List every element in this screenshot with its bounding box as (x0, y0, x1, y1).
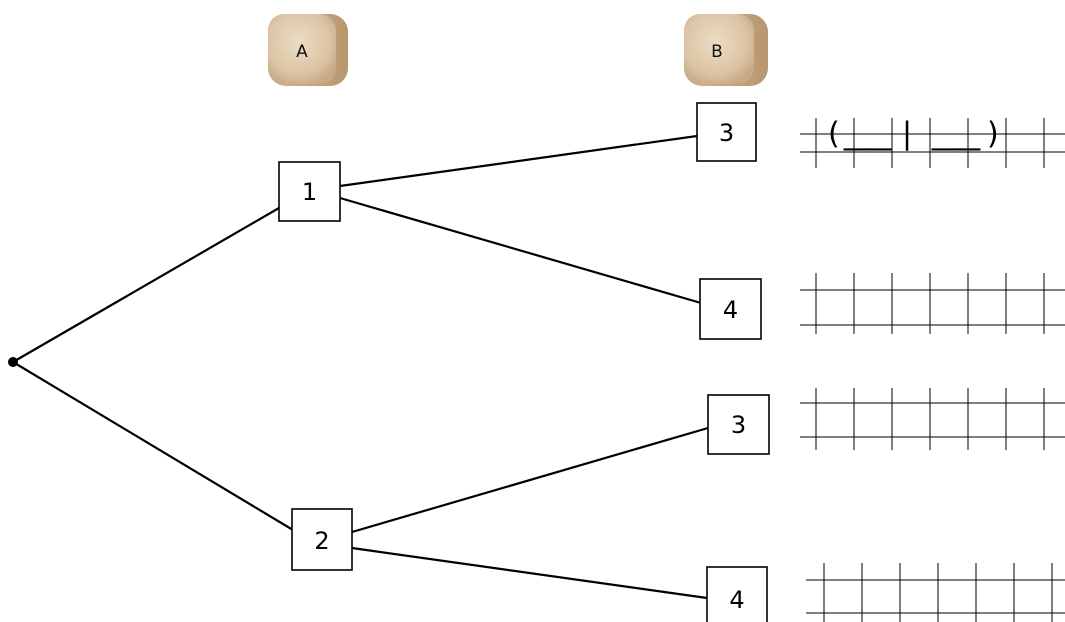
node-1-label: 1 (302, 178, 317, 206)
answer-template-example: ( __ | __ ) (828, 117, 999, 152)
node-2-3-label: 3 (731, 411, 746, 439)
answer-blank-left: __ (842, 117, 893, 152)
answer-grid-3 (800, 388, 1065, 450)
node-2-4: 4 (706, 566, 768, 622)
answer-grid-1 (800, 118, 1065, 168)
answer-grid-4 (806, 563, 1065, 622)
root-node (8, 357, 18, 367)
node-1-3: 3 (696, 102, 757, 162)
answer-open-paren: ( (828, 117, 840, 152)
edge-root-to-2 (12, 361, 294, 531)
node-1-3-label: 3 (719, 119, 734, 147)
die-b: B (684, 14, 768, 86)
die-a-label: A (296, 42, 308, 62)
edge-1-to-4 (339, 196, 702, 305)
node-2-label: 2 (314, 527, 329, 555)
answer-blank-right: __ (930, 117, 981, 152)
node-2-4-label: 4 (729, 586, 744, 614)
edge-2-to-4 (351, 546, 708, 600)
answer-close-paren: ) (987, 117, 999, 152)
edge-root-to-1 (12, 207, 280, 363)
node-1: 1 (278, 161, 341, 222)
die-b-label: B (711, 42, 723, 62)
edge-1-to-3 (339, 134, 698, 188)
tree-edges (12, 134, 709, 600)
node-2: 2 (291, 508, 353, 571)
answer-separator: | (902, 117, 912, 152)
edge-2-to-3 (351, 426, 709, 534)
node-1-4: 4 (699, 278, 762, 340)
die-a: A (268, 14, 348, 86)
node-2-3: 3 (707, 394, 770, 455)
answer-grid-2 (800, 273, 1065, 334)
node-1-4-label: 4 (723, 296, 738, 324)
